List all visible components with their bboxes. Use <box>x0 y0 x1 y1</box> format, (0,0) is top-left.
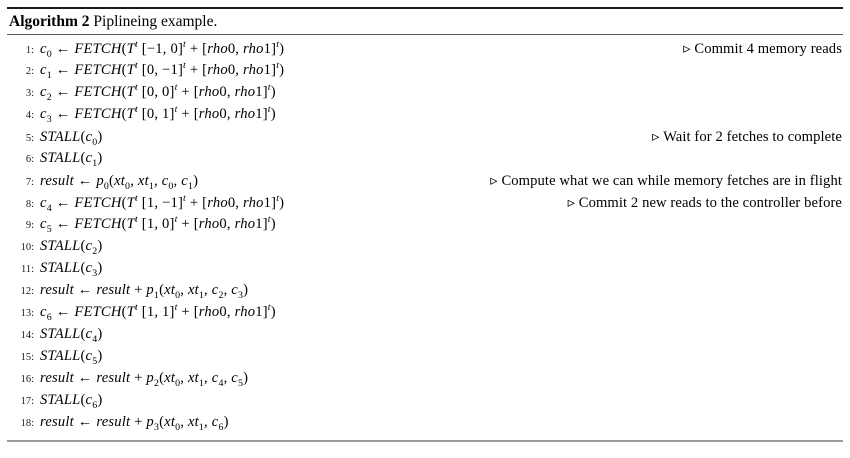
algorithm-line: 15: STALL(c5) <box>7 348 842 370</box>
line-code: STALL(c5) <box>40 348 103 367</box>
line-number: 14: <box>20 330 34 341</box>
algorithm-title-label: Algorithm 2 <box>9 13 90 30</box>
line-code: c1 ← FETCH(Tt [0, −1]t + [rho0, rho1]t) <box>40 60 285 81</box>
algorithm-body: 1: c0 ← FETCH(Tt [−1, 0]t + [rho0, rho1]t… <box>0 35 850 436</box>
line-code: c0 ← FETCH(Tt [−1, 0]t + [rho0, rho1]t) <box>40 39 285 60</box>
line-code: result ← result + p3(xt0, xt1, c6) <box>40 414 229 433</box>
line-code: c2 ← FETCH(Tt [0, 0]t + [rho0, rho1]t) <box>40 82 276 103</box>
line-comment: ▹ Commit 4 memory reads <box>683 41 842 57</box>
algorithm-block: Algorithm 2 Piplineing example. 1: c0 ← F… <box>0 7 850 442</box>
algorithm-title: Algorithm 2 Piplineing example. <box>0 9 850 34</box>
line-code: STALL(c3) <box>40 260 103 279</box>
algorithm-line: 12: result ← result + p1(xt0, xt1, c2, c3… <box>7 282 842 304</box>
line-number: 7: <box>25 177 34 188</box>
algorithm-line: 2: c1 ← FETCH(Tt [0, −1]t + [rho0, rho1]t… <box>7 60 842 84</box>
algorithm-line: 5: STALL(c0) ▹ Wait for 2 fetches to compl… <box>7 128 842 150</box>
line-number: 1: <box>25 45 34 56</box>
line-number: 15: <box>20 352 34 363</box>
line-comment: ▹ Wait for 2 fetches to complete <box>652 129 842 145</box>
line-code: c4 ← FETCH(Tt [1, −1]t + [rho0, rho1]t) <box>40 193 285 214</box>
line-number: 5: <box>25 133 34 144</box>
top-rule <box>7 7 843 9</box>
line-number: 11: <box>20 264 34 275</box>
line-code: result ← p0(xt0, xt1, c0, c1) <box>40 173 199 192</box>
line-number: 3: <box>25 88 34 99</box>
line-code: STALL(c4) <box>40 326 103 345</box>
line-number: 10: <box>20 242 34 253</box>
line-number: 8: <box>25 199 34 210</box>
line-number: 4: <box>25 110 34 121</box>
algorithm-line: 11: STALL(c3) <box>7 260 842 282</box>
algorithm-line: 16: result ← result + p2(xt0, xt1, c4, c5… <box>7 370 842 392</box>
algorithm-line: 3: c2 ← FETCH(Tt [0, 0]t + [rho0, rho1]t) <box>7 82 842 106</box>
algorithm-line: 13: c6 ← FETCH(Tt [1, 1]t + [rho0, rho1]t… <box>7 302 842 326</box>
line-code: c6 ← FETCH(Tt [1, 1]t + [rho0, rho1]t) <box>40 302 276 323</box>
line-number: 6: <box>25 154 34 165</box>
line-code: c5 ← FETCH(Tt [1, 0]t + [rho0, rho1]t) <box>40 214 276 235</box>
line-code: STALL(c6) <box>40 392 103 411</box>
line-number: 18: <box>20 418 34 429</box>
algorithm-line: 9: c5 ← FETCH(Tt [1, 0]t + [rho0, rho1]t) <box>7 214 842 238</box>
algorithm-line: 1: c0 ← FETCH(Tt [−1, 0]t + [rho0, rho1]t… <box>7 40 842 62</box>
line-number: 17: <box>20 396 34 407</box>
algorithm-line: 14: STALL(c4) <box>7 326 842 348</box>
mid-rule <box>7 34 843 35</box>
line-number: 9: <box>25 220 34 231</box>
algorithm-line: 7: result ← p0(xt0, xt1, c0, c1) ▹ Compute… <box>7 172 842 194</box>
bottom-rule <box>7 440 843 442</box>
algorithm-line: 8: c4 ← FETCH(Tt [1, −1]t + [rho0, rho1]t… <box>7 194 842 216</box>
line-code: STALL(c1) <box>40 150 103 169</box>
algorithm-line: 18: result ← result + p3(xt0, xt1, c6) <box>7 414 842 436</box>
line-number: 16: <box>20 374 34 385</box>
algorithm-line: 17: STALL(c6) <box>7 392 842 414</box>
algorithm-title-caption: Piplineing example. <box>89 13 218 30</box>
line-code: result ← result + p2(xt0, xt1, c4, c5) <box>40 370 249 389</box>
line-comment: ▹ Compute what we can while memory fetch… <box>490 173 842 189</box>
line-code: STALL(c0) <box>40 129 103 148</box>
algorithm-line: 4: c3 ← FETCH(Tt [0, 1]t + [rho0, rho1]t) <box>7 104 842 128</box>
algorithm-line: 10: STALL(c2) <box>7 238 842 260</box>
line-number: 13: <box>20 308 34 319</box>
line-code: c3 ← FETCH(Tt [0, 1]t + [rho0, rho1]t) <box>40 104 276 125</box>
line-code: result ← result + p1(xt0, xt1, c2, c3) <box>40 282 249 301</box>
algorithm-line: 6: STALL(c1) <box>7 150 842 172</box>
line-comment: ▹ Commit 2 new reads to the controller b… <box>567 195 842 211</box>
line-code: STALL(c2) <box>40 238 103 257</box>
line-number: 12: <box>20 286 34 297</box>
line-number: 2: <box>25 66 34 77</box>
